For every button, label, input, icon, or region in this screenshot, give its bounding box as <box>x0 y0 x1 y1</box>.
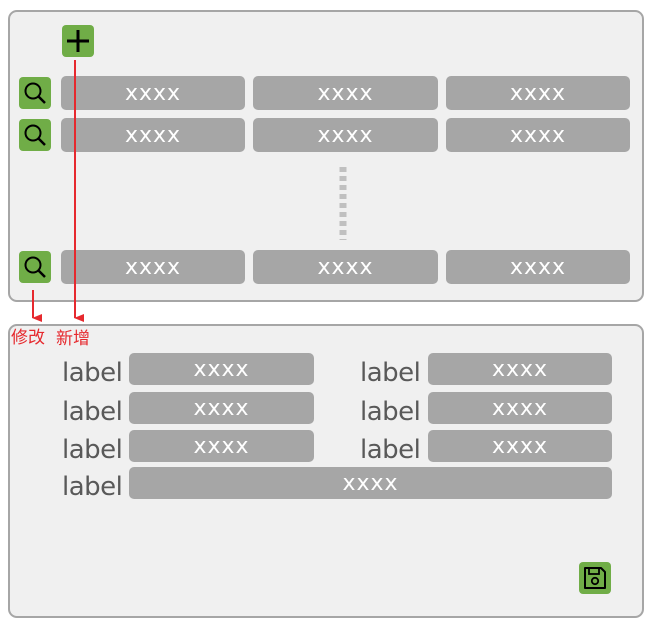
search-icon <box>24 124 46 146</box>
search-icon <box>24 82 46 104</box>
search-button[interactable] <box>19 77 51 109</box>
input-field[interactable]: xxxx <box>129 353 314 385</box>
input-field[interactable]: xxxx <box>428 353 612 385</box>
input-field-wide[interactable]: xxxx <box>129 467 612 499</box>
table-cell: xxxx <box>61 76 245 110</box>
input-field[interactable]: xxxx <box>129 392 314 424</box>
input-field[interactable]: xxxx <box>428 430 612 462</box>
add-button[interactable] <box>62 25 94 57</box>
table-cell: xxxx <box>446 118 630 152</box>
field-label: label <box>62 435 123 465</box>
field-label: label <box>62 397 123 427</box>
field-label: label <box>62 472 123 502</box>
table-cell: xxxx <box>253 76 438 110</box>
save-button[interactable] <box>579 562 611 594</box>
plus-icon <box>67 30 89 52</box>
search-button[interactable] <box>19 251 51 283</box>
table-cell: xxxx <box>61 118 245 152</box>
field-label: label <box>360 435 421 465</box>
field-label: label <box>360 358 421 388</box>
field-label: label <box>62 358 123 388</box>
search-icon <box>24 256 46 278</box>
table-cell: xxxx <box>253 118 438 152</box>
table-cell: xxxx <box>446 76 630 110</box>
table-cell: xxxx <box>61 250 245 284</box>
save-icon <box>584 567 606 589</box>
search-button[interactable] <box>19 119 51 151</box>
input-field[interactable]: xxxx <box>428 392 612 424</box>
table-cell: xxxx <box>446 250 630 284</box>
table-cell: xxxx <box>253 250 438 284</box>
field-label: label <box>360 397 421 427</box>
input-field[interactable]: xxxx <box>129 430 314 462</box>
edit-annotation: 修改 <box>11 328 45 348</box>
add-annotation: 新增 <box>56 329 90 349</box>
